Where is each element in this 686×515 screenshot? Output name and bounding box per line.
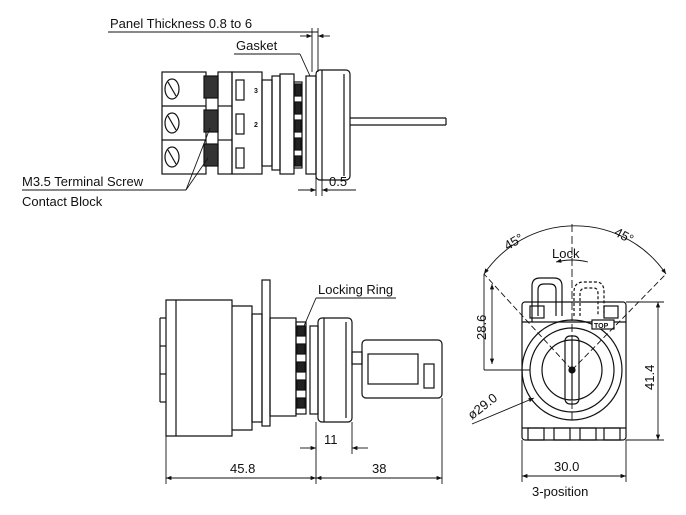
key-handle-right [573, 281, 605, 316]
side-view [159, 279, 443, 437]
dim-diameter: ø29.0 [465, 390, 500, 422]
top-marker: TOP [594, 323, 609, 330]
dim-offset: 0.5 [329, 174, 347, 189]
dim-width: 30.0 [554, 459, 579, 474]
panel [279, 73, 303, 175]
contact-block-stack [161, 71, 281, 175]
side-contact-block [159, 299, 253, 437]
lock-label: Lock [552, 246, 580, 261]
dim-key-length: 38 [372, 461, 386, 476]
terminal-screw-label: M3.5 Terminal Screw [22, 174, 144, 189]
dim-bezel-depth: 11 [324, 432, 338, 447]
bezel [305, 69, 351, 181]
front-view [521, 277, 627, 441]
side-locking-ring [295, 321, 307, 415]
front-view-annotations [471, 224, 667, 482]
side-key [351, 339, 443, 399]
side-view-annotations [165, 297, 443, 484]
position-label: 3-position [532, 484, 588, 499]
gasket-label: Gasket [236, 38, 278, 53]
dim-height-total: 41.4 [642, 365, 657, 390]
contact-block-label: Contact Block [22, 194, 103, 209]
block-number-3: 3 [254, 88, 258, 95]
top-view: 3 2 [161, 69, 447, 181]
dim-height-upper: 28.6 [474, 315, 489, 340]
panel-thickness-label: Panel Thickness 0.8 to 6 [110, 16, 252, 31]
side-bezel [309, 317, 353, 423]
dim-body-depth: 45.8 [230, 461, 255, 476]
dim-angle-right: 45° [612, 224, 636, 246]
block-number-2: 2 [254, 122, 258, 129]
top-view-annotations [22, 28, 356, 196]
side-adapter [251, 279, 297, 427]
key-shaft [350, 117, 447, 126]
key-handle-lock [531, 277, 563, 322]
dim-angle-left: 45° [501, 230, 526, 253]
locking-ring-label: Locking Ring [318, 282, 393, 297]
